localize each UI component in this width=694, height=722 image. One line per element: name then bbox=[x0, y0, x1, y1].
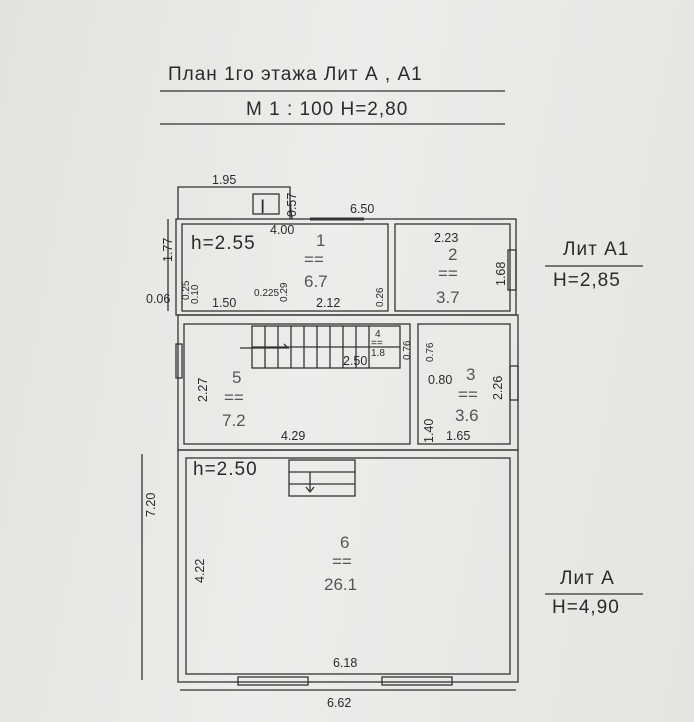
dim-label: 1.65 bbox=[446, 429, 470, 443]
room-5-area: 7.2 bbox=[222, 411, 246, 430]
dim-label: 1.77 bbox=[161, 238, 175, 262]
door-mark: I bbox=[260, 197, 266, 218]
dim-label: 1.40 bbox=[422, 419, 436, 443]
window bbox=[237, 676, 309, 686]
room-2-eq: == bbox=[438, 264, 458, 283]
dim-label: 2.23 bbox=[434, 231, 458, 245]
dim-label: 4.00 bbox=[270, 223, 294, 237]
dim-label: 2.50 bbox=[343, 354, 367, 368]
entry-steps bbox=[288, 459, 356, 497]
room-6-ceiling-height: h=2.50 bbox=[193, 459, 258, 480]
dim-label: 0.76 bbox=[425, 342, 436, 362]
dim-label: 0.25 bbox=[181, 280, 192, 300]
plan-title: План 1го этажа Лит А , А1 bbox=[168, 64, 423, 85]
dim-label: 6.62 bbox=[327, 696, 351, 710]
dim-label: 2.26 bbox=[491, 376, 505, 400]
room-1-wall bbox=[181, 223, 389, 312]
dim-label: 1.95 bbox=[212, 173, 236, 187]
room-6-eq: == bbox=[332, 552, 352, 571]
room-1-eq: == bbox=[304, 250, 324, 269]
lit-a1-label: Лит А1 bbox=[563, 239, 629, 260]
window bbox=[381, 676, 453, 686]
dim-label: 4.29 bbox=[281, 429, 305, 443]
dim-label: 6.18 bbox=[333, 656, 357, 670]
lit-a1-height: Н=2,85 bbox=[553, 270, 621, 291]
plan-scale: М 1 : 100 Н=2,80 bbox=[246, 99, 408, 120]
lit-a-height: Н=4,90 bbox=[552, 597, 620, 618]
window bbox=[175, 343, 183, 379]
dim-label: 7.20 bbox=[144, 493, 158, 517]
dim-label: 0.225 bbox=[254, 288, 279, 299]
room-5-wall bbox=[183, 323, 411, 445]
dim-label: 2.12 bbox=[316, 296, 340, 310]
window bbox=[507, 249, 517, 291]
dim-label: 0.06 bbox=[146, 292, 170, 306]
dim-label: 2.27 bbox=[196, 378, 210, 402]
dim-label: 1.50 bbox=[212, 296, 236, 310]
room-1-number: 1 bbox=[316, 231, 325, 250]
dim-label: 0.29 bbox=[279, 282, 290, 302]
room-6-number: 6 bbox=[340, 533, 349, 552]
dim-label: 0.10 bbox=[190, 284, 201, 304]
lit-a-label: Лит А bbox=[560, 568, 615, 589]
stair-arrow bbox=[240, 343, 290, 349]
room-3-number: 3 bbox=[466, 365, 475, 384]
window bbox=[509, 365, 519, 401]
room-5-number: 5 bbox=[232, 368, 241, 387]
room-4-number: 4 bbox=[375, 329, 381, 340]
room-5-eq: == bbox=[224, 388, 244, 407]
room-4-area: 1.8 bbox=[371, 348, 385, 359]
dim-label: 0.26 bbox=[375, 287, 386, 307]
dim-label: 0.76 bbox=[402, 340, 413, 360]
room-2-number: 2 bbox=[448, 245, 457, 264]
room-2-area: 3.7 bbox=[436, 288, 460, 307]
door-box bbox=[252, 193, 280, 215]
room-6-area: 26.1 bbox=[324, 575, 357, 594]
room-3-area: 3.6 bbox=[455, 406, 479, 425]
lit-a-outer-wall bbox=[177, 449, 519, 683]
room-3-eq: == bbox=[458, 385, 478, 404]
dim-label: 4.22 bbox=[193, 559, 207, 583]
dim-label: 0.57 bbox=[285, 193, 299, 217]
dim-label: 6.50 bbox=[350, 202, 374, 216]
room-1-ceiling-height: h=2.55 bbox=[191, 233, 256, 254]
room-2-wall bbox=[394, 223, 511, 312]
room-4-eq: == bbox=[371, 338, 383, 349]
room-6-wall bbox=[185, 457, 511, 675]
dim-label: 1.68 bbox=[494, 262, 508, 286]
dim-label: 0.80 bbox=[428, 373, 452, 387]
room-1-area: 6.7 bbox=[304, 272, 328, 291]
